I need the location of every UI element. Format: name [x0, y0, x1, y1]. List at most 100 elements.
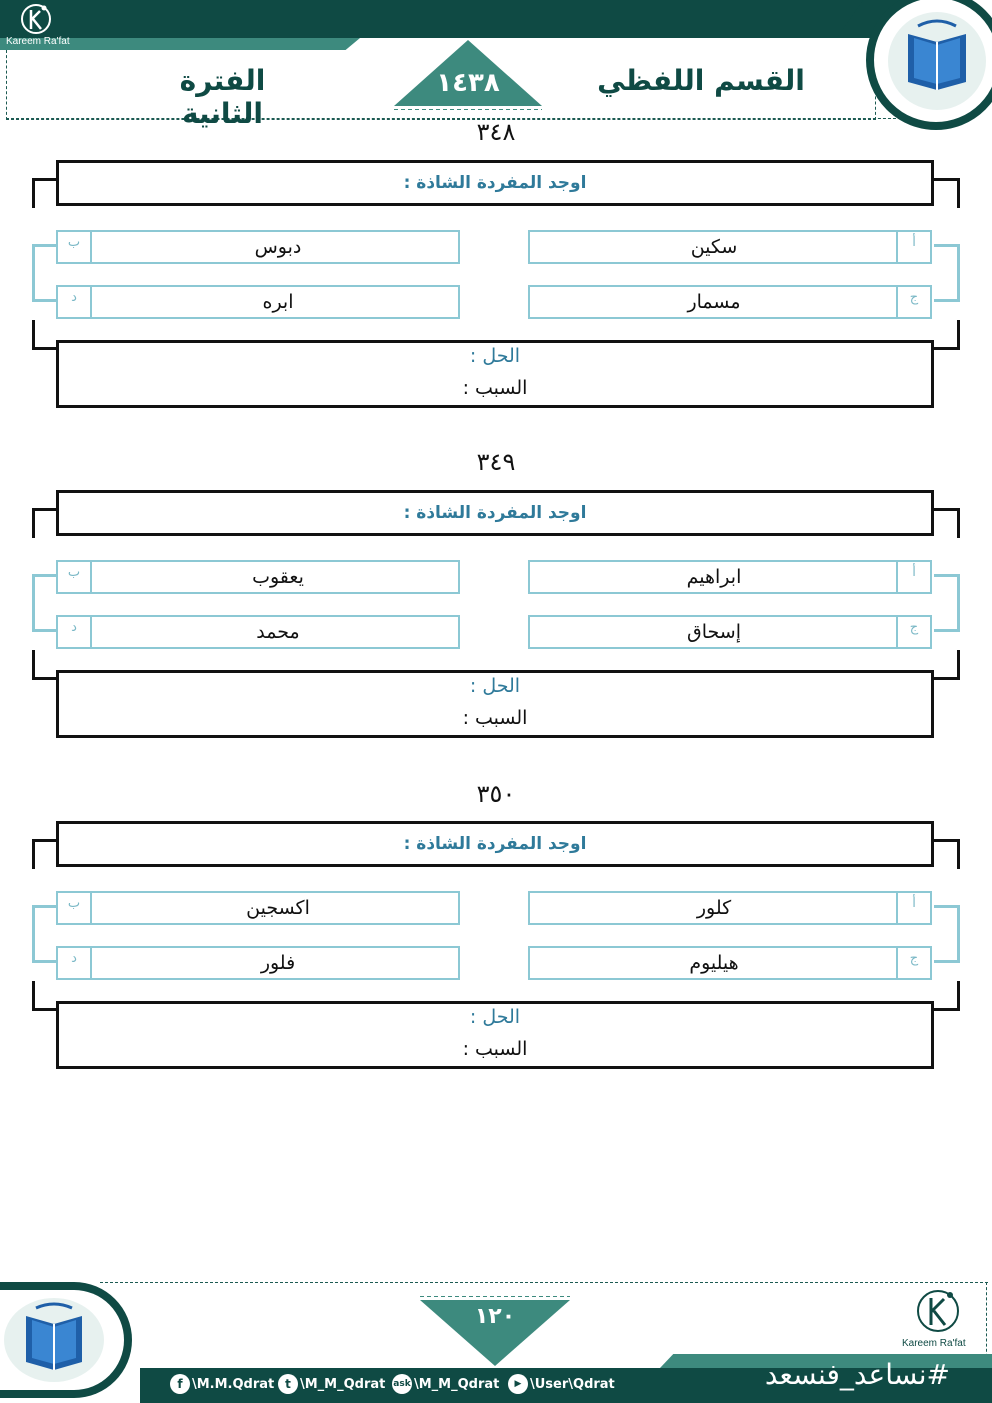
bracket-top-left — [32, 839, 62, 869]
period-title: الفترة الثانية — [179, 64, 266, 130]
header-band — [0, 0, 880, 38]
reason-label: السبب : — [462, 1038, 528, 1060]
option-text: دبوس — [254, 236, 302, 258]
option-letter: د — [58, 287, 92, 317]
bracket-top-left — [32, 178, 62, 208]
option-text: ابراهيم — [686, 566, 742, 588]
options-connector-right — [934, 905, 960, 963]
social-askfm[interactable]: ask \M_M_Qdrat — [392, 1374, 499, 1394]
option-letter: د — [58, 617, 92, 647]
option-text: مسمار — [687, 291, 741, 313]
header-accent-band — [0, 38, 360, 50]
option-d[interactable]: د ابره — [56, 285, 460, 319]
answer-label: الحل : — [469, 1006, 521, 1028]
page-header: Kareem Ra'fat الفترة الثانية ١٤٣٨ القسم … — [0, 0, 992, 130]
option-a[interactable]: أ ابراهيم — [528, 560, 932, 594]
prompt-box: اوجد المفردة الشاذة : — [56, 490, 934, 536]
question-number: ٣٥٠ — [476, 780, 516, 808]
answer-box[interactable]: الحل : السبب : — [56, 1001, 934, 1069]
option-d[interactable]: د محمد — [56, 615, 460, 649]
option-a[interactable]: أ سكين — [528, 230, 932, 264]
option-text: اكسجين — [246, 897, 310, 919]
option-b[interactable]: ب اكسجين — [56, 891, 460, 925]
footer-accent-band — [660, 1354, 992, 1368]
qudrat-logo — [866, 0, 992, 130]
youtube-icon: ▶ — [508, 1374, 528, 1394]
bracket-bottom-right — [930, 981, 960, 1011]
question-number: ٣٤٨ — [476, 118, 516, 146]
social-handle: \M_M_Qdrat — [300, 1376, 386, 1392]
question-number: ٣٤٩ — [476, 448, 516, 476]
option-c[interactable]: ج هيليوم — [528, 946, 932, 980]
social-handle: \M_M_Qdrat — [414, 1376, 500, 1392]
question-card: اوجد المفردة الشاذة : أ سكين ب دبوس ج مس… — [30, 160, 962, 410]
option-letter: ج — [896, 287, 930, 317]
bracket-top-left — [32, 508, 62, 538]
prompt-box: اوجد المفردة الشاذة : — [56, 821, 934, 867]
answer-box[interactable]: الحل : السبب : — [56, 340, 934, 408]
option-d[interactable]: د فلور — [56, 946, 460, 980]
brand-name: Kareem Ra'fat — [902, 1338, 966, 1349]
footer-divider — [100, 1282, 988, 1283]
option-c[interactable]: ج مسمار — [528, 285, 932, 319]
facebook-icon: f — [170, 1374, 190, 1394]
open-book-icon — [26, 1302, 82, 1370]
twitter-icon: t — [278, 1374, 298, 1394]
option-b[interactable]: ب دبوس — [56, 230, 460, 264]
option-letter: ب — [58, 232, 92, 262]
bracket-bottom-left — [32, 320, 62, 350]
brand-k-logo-icon — [21, 4, 51, 34]
prompt-box: اوجد المفردة الشاذة : — [56, 160, 934, 206]
social-handle: \M.M.Qdrat — [192, 1376, 275, 1392]
bracket-top-right — [930, 508, 960, 538]
social-youtube[interactable]: ▶ \User\Qdrat — [508, 1374, 615, 1394]
reason-label: السبب : — [462, 377, 528, 399]
footer-side-divider — [986, 1282, 987, 1362]
options-connector-left — [32, 574, 58, 632]
page-number: ١٢٠ — [474, 1304, 516, 1329]
bracket-bottom-right — [930, 320, 960, 350]
reason-label: السبب : — [462, 707, 528, 729]
qudrat-logo — [0, 1282, 132, 1398]
year-badge — [394, 40, 542, 110]
askfm-icon: ask — [392, 1374, 412, 1394]
qudrat-logo-inner — [4, 1298, 104, 1382]
section-title: القسم اللفظي — [597, 64, 805, 97]
hashtag: #نساعد_فنسعد — [764, 1358, 950, 1391]
options-connector-left — [32, 905, 58, 963]
option-letter: ج — [896, 617, 930, 647]
social-handle: \User\Qdrat — [530, 1376, 615, 1392]
option-letter: د — [58, 948, 92, 978]
bracket-bottom-left — [32, 650, 62, 680]
bracket-top-right — [930, 839, 960, 869]
question-prompt: اوجد المفردة الشاذة : — [403, 173, 587, 193]
option-text: محمد — [256, 621, 300, 643]
option-letter: ب — [58, 562, 92, 592]
question-card: اوجد المفردة الشاذة : أ كلور ب اكسجين ج … — [30, 821, 962, 1071]
answer-box[interactable]: الحل : السبب : — [56, 670, 934, 738]
option-text: كلور — [696, 897, 732, 919]
option-letter: أ — [896, 562, 930, 592]
question-prompt: اوجد المفردة الشاذة : — [403, 503, 587, 523]
options-connector-right — [934, 574, 960, 632]
options-connector-left — [32, 244, 58, 302]
year-text: ١٤٣٨ — [436, 68, 500, 98]
option-text: ابره — [262, 291, 294, 313]
bracket-bottom-left — [32, 981, 62, 1011]
brand-k-logo-icon — [917, 1290, 959, 1332]
option-c[interactable]: ج إسحاق — [528, 615, 932, 649]
answer-label: الحل : — [469, 675, 521, 697]
option-text: إسحاق — [687, 621, 741, 643]
option-letter: ج — [896, 948, 930, 978]
qudrat-logo-inner — [888, 12, 986, 110]
option-letter: أ — [896, 893, 930, 923]
option-text: سكين — [690, 236, 738, 258]
option-a[interactable]: أ كلور — [528, 891, 932, 925]
social-twitter[interactable]: t \M_M_Qdrat — [278, 1374, 385, 1394]
social-facebook[interactable]: f \M.M.Qdrat — [170, 1374, 274, 1394]
bracket-bottom-right — [930, 650, 960, 680]
open-book-icon — [908, 19, 966, 90]
option-letter: أ — [896, 232, 930, 262]
page-number-badge — [420, 1296, 570, 1366]
option-b[interactable]: ب يعقوب — [56, 560, 460, 594]
